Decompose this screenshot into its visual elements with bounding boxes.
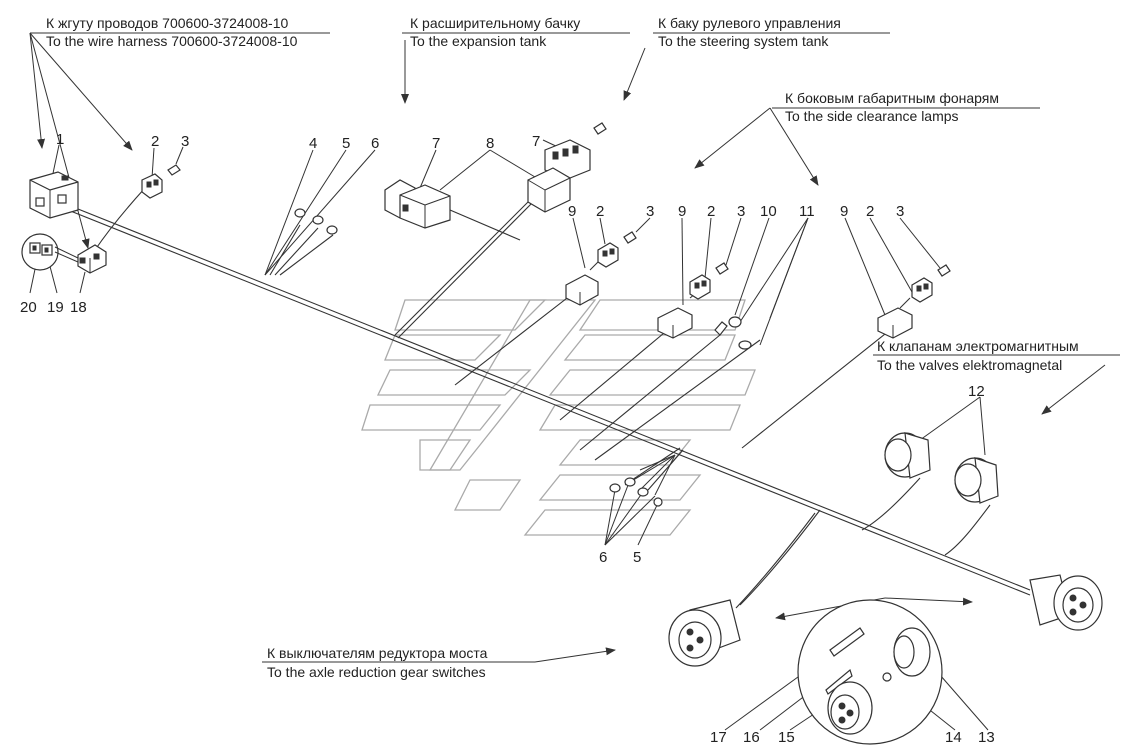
callout-13: 13 (978, 729, 995, 746)
callout-3: 3 (646, 203, 654, 220)
callout-5: 5 (342, 135, 350, 152)
callout-9: 9 (678, 203, 686, 220)
callout-7: 7 (432, 135, 440, 152)
connector-7-a (384, 179, 451, 229)
detail-circle-19-20 (21, 233, 79, 271)
connector-8 (527, 167, 571, 213)
callout-2: 2 (866, 203, 874, 220)
callout-3: 3 (896, 203, 904, 220)
ring-terminals-4-5-6 (294, 208, 338, 235)
relay-block-1 (29, 171, 79, 219)
leader-lines (29, 32, 1120, 663)
caption-lamps-ru: К боковым габаритным фонарям (785, 90, 999, 106)
caption-harness-en: To the wire harness 700600-3724008-10 (46, 33, 298, 49)
connector-18 (77, 244, 107, 274)
connector-9-c (877, 307, 913, 339)
caption-lamps-en: To the side clearance lamps (785, 108, 959, 124)
callout-9: 9 (568, 203, 576, 220)
callout-19: 19 (47, 299, 64, 316)
callout-3: 3 (737, 203, 745, 220)
ring-terminals-5-6-lower (609, 477, 663, 507)
round-connector-right (1029, 574, 1103, 631)
callout-5: 5 (633, 549, 641, 566)
connector-9-a (565, 274, 599, 306)
round-connector-left (668, 599, 741, 667)
caption-steering-en: To the steering system tank (658, 33, 829, 49)
connector-12-b (954, 457, 999, 504)
callout-12: 12 (968, 383, 985, 400)
callout-3: 3 (181, 133, 189, 150)
callout-6: 6 (371, 135, 379, 152)
terminal-3-a (167, 164, 181, 176)
callout-7: 7 (532, 133, 540, 150)
caption-expansion-en: To the expansion tank (410, 33, 547, 49)
connector-2-a (141, 173, 163, 199)
ring-terminals-10-11 (714, 316, 752, 350)
connector-2-c (689, 274, 711, 300)
callout-9: 9 (840, 203, 848, 220)
callout-numbers: 1 2 3 4 5 6 7 8 7 9 2 3 9 2 3 10 11 9 2 … (20, 131, 995, 746)
caption-switches-en: To the axle reduction gear switches (267, 664, 486, 680)
callout-10: 10 (760, 203, 777, 220)
callout-14: 14 (945, 729, 962, 746)
callout-17: 17 (710, 729, 727, 746)
caption-valves-en: To the valves elektromagnetal (877, 357, 1062, 373)
terminal-3-top (593, 122, 607, 135)
callout-18: 18 (70, 299, 87, 316)
connector-2-b (597, 242, 619, 268)
callout-16: 16 (743, 729, 760, 746)
callout-8: 8 (486, 135, 494, 152)
terminal-3-c (715, 262, 729, 275)
wires (67, 187, 1031, 609)
parts (21, 122, 1103, 745)
watermark-logo (361, 299, 756, 536)
caption-valves-ru: К клапанам электромагнитным (877, 338, 1079, 354)
callout-1: 1 (56, 131, 64, 148)
terminal-3-d (937, 264, 951, 277)
callout-2: 2 (596, 203, 604, 220)
callout-20: 20 (20, 299, 37, 316)
caption-expansion-ru: К расширительному бачку (410, 15, 580, 31)
callout-4: 4 (309, 135, 317, 152)
connector-12-a (884, 432, 931, 479)
caption-steering-ru: К баку рулевого управления (658, 15, 841, 31)
connector-9-b (657, 307, 693, 339)
callout-6: 6 (599, 549, 607, 566)
detail-circle-13-17 (797, 599, 943, 745)
callout-2: 2 (151, 133, 159, 150)
caption-switches-ru: К выключателям редуктора моста (267, 645, 488, 661)
callout-15: 15 (778, 729, 795, 746)
callout-11: 11 (799, 203, 815, 220)
callout-2: 2 (707, 203, 715, 220)
callout-leaders (29, 139, 989, 731)
caption-harness-ru: К жгуту проводов 700600-3724008-10 (46, 15, 289, 31)
captions: К жгуту проводов 700600-3724008-10 To th… (46, 15, 1079, 680)
terminal-3-b (623, 231, 637, 244)
connector-2-d (911, 277, 933, 303)
